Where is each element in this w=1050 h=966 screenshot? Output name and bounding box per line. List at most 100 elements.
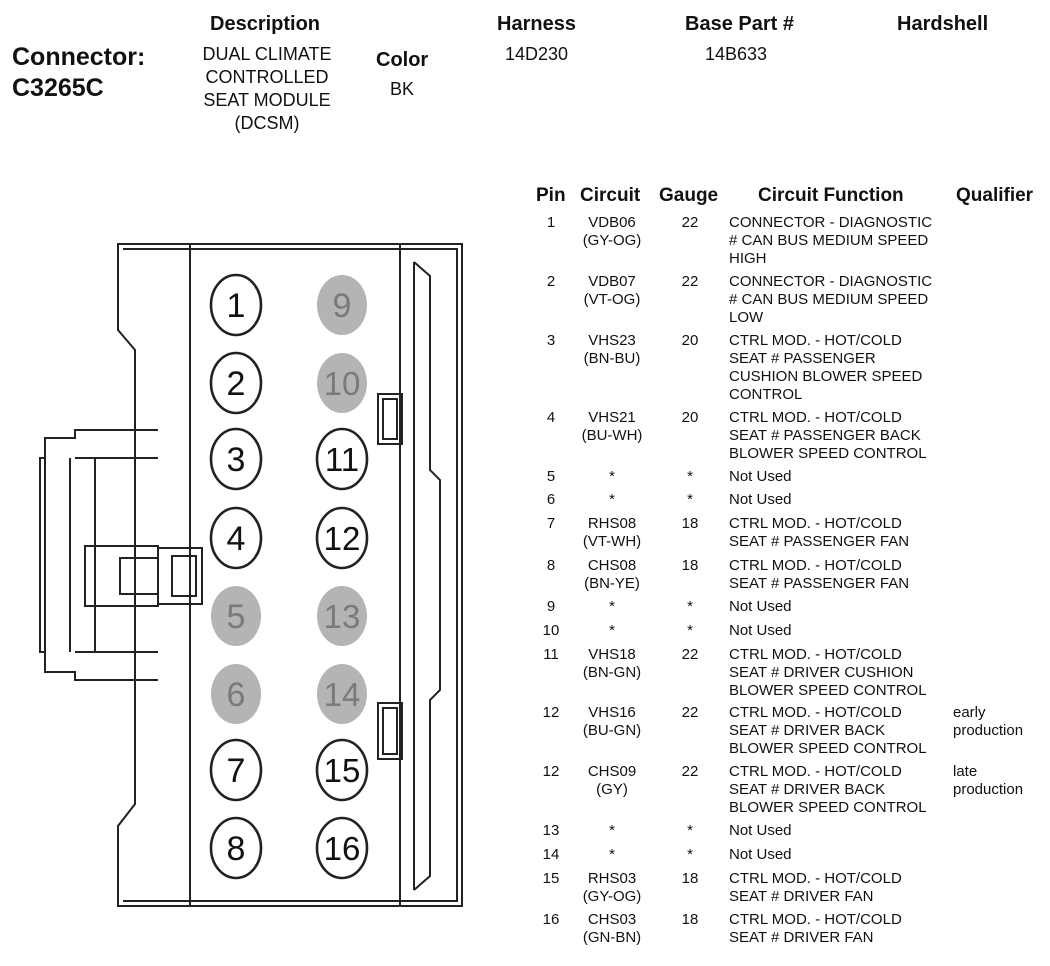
pin-cavity-7: 7 [209, 738, 263, 802]
pin-number-label: 16 [324, 830, 361, 867]
pin-cavity-13: 13 [317, 586, 367, 646]
pin-cavity-15: 15 [315, 738, 369, 802]
description-line: SEAT MODULE [203, 90, 331, 110]
table-cell-gauge: 22 [681, 214, 699, 231]
table-cell-circuit: VDB06 (GY-OG) [582, 214, 642, 249]
pin-cavity-16: 16 [315, 816, 369, 880]
table-cell-gauge: 18 [681, 870, 699, 887]
table-cell-circuit-function: CTRL MOD. - HOT/COLD SEAT # DRIVER CUSHI… [729, 646, 927, 699]
table-cell-circuit: * [609, 491, 615, 508]
col-header-circuit: Circuit [580, 185, 641, 206]
table-cell-gauge: * [687, 846, 693, 863]
table-cell-pin: 7 [546, 515, 556, 532]
table-cell-circuit-function: CTRL MOD. - HOT/COLD SEAT # PASSENGER CU… [729, 332, 923, 403]
table-cell-gauge: 18 [681, 911, 699, 928]
table-cell-circuit-function: CTRL MOD. - HOT/COLD SEAT # PASSENGER FA… [729, 515, 910, 550]
table-cell-circuit-function: CTRL MOD. - HOT/COLD SEAT # DRIVER FAN [729, 911, 902, 946]
pin-cavity-8: 8 [209, 816, 263, 880]
table-cell-pin: 1 [546, 214, 556, 231]
color-header: Color [376, 49, 429, 71]
description-value: DUAL CLIMATE CONTROLLED SEAT MODULE (DCS… [178, 43, 356, 135]
table-cell-circuit: RHS08 (VT-WH) [582, 515, 642, 550]
table-cell-circuit-function: Not Used [729, 622, 792, 639]
color-value: BK [390, 79, 415, 99]
table-cell-pin: 14 [542, 846, 560, 863]
table-cell-pin: 10 [542, 622, 560, 639]
table-cell-circuit-function: CONNECTOR - DIAGNOSTIC # CAN BUS MEDIUM … [729, 273, 933, 326]
base-part-header: Base Part # [685, 13, 794, 35]
pin-number-label: 1 [227, 287, 246, 325]
pin-cavity-6: 6 [211, 664, 261, 724]
pin-cavity-12: 12 [315, 506, 369, 570]
table-cell-gauge: * [687, 491, 693, 508]
pin-cavity-4: 4 [209, 506, 263, 570]
col-header-qualifier: Qualifier [956, 185, 1034, 206]
description-line: (DCSM) [234, 113, 300, 133]
col-header-pin: Pin [536, 185, 566, 206]
table-cell-circuit: * [609, 846, 615, 863]
col-header-gauge: Gauge [659, 185, 719, 206]
table-cell-pin: 4 [546, 409, 556, 426]
pin-number-label: 5 [227, 598, 246, 636]
pin-number-label: 3 [227, 441, 246, 479]
description-line: CONTROLLED [205, 67, 329, 87]
table-cell-circuit: * [609, 468, 615, 485]
table-cell-pin: 12 [542, 763, 560, 780]
table-cell-gauge: 18 [681, 515, 699, 532]
table-cell-circuit-function: CTRL MOD. - HOT/COLD SEAT # DRIVER BACK … [729, 763, 927, 816]
pin-cavity-5: 5 [211, 586, 261, 646]
table-cell-circuit-function: CTRL MOD. - HOT/COLD SEAT # DRIVER BACK … [729, 704, 927, 757]
connector-block: Connector: C3265C [12, 42, 145, 104]
table-cell-circuit-function: Not Used [729, 468, 792, 485]
table-cell-circuit: VHS21 (BU-WH) [581, 409, 643, 444]
pin-cavity-9: 9 [317, 275, 367, 335]
harness-header: Harness [497, 13, 576, 35]
pin-number-label: 12 [324, 520, 361, 557]
pin-number-label: 6 [227, 676, 246, 714]
table-cell-circuit-function: CTRL MOD. - HOT/COLD SEAT # PASSENGER BA… [729, 409, 927, 462]
table-cell-circuit-function: CTRL MOD. - HOT/COLD SEAT # DRIVER FAN [729, 870, 902, 905]
table-cell-pin: 9 [546, 598, 556, 615]
table-cell-pin: 12 [542, 704, 560, 721]
table-cell-pin: 16 [542, 911, 560, 928]
table-cell-gauge: * [687, 822, 693, 839]
pin-cavity-14: 14 [317, 664, 367, 724]
table-cell-gauge: * [687, 622, 693, 639]
description-line: DUAL CLIMATE [202, 44, 332, 64]
table-cell-pin: 6 [546, 491, 556, 508]
table-cell-circuit: CHS09 (GY) [587, 763, 637, 798]
table-cell-gauge: 20 [681, 409, 699, 426]
table-cell-circuit: VHS18 (BN-GN) [582, 646, 642, 681]
pin-cavity-1: 1 [209, 273, 263, 337]
pin-cavity-11: 11 [315, 427, 369, 491]
table-cell-pin: 5 [546, 468, 556, 485]
table-cell-pin: 13 [542, 822, 560, 839]
table-cell-qualifier: early production [953, 704, 1024, 739]
table-cell-pin: 8 [546, 557, 556, 574]
connector-id: C3265C [12, 74, 104, 102]
table-cell-circuit: CHS03 (GN-BN) [582, 911, 642, 946]
table-cell-circuit: VHS16 (BU-GN) [582, 704, 642, 739]
table-cell-circuit: VHS23 (BN-BU) [583, 332, 641, 367]
table-cell-circuit: * [609, 622, 615, 639]
pin-number-label: 2 [227, 365, 246, 403]
table-cell-pin: 3 [546, 332, 556, 349]
col-header-circuit-function: Circuit Function [758, 185, 904, 206]
pin-number-label: 4 [227, 520, 246, 558]
harness-value: 14D230 [505, 44, 569, 64]
table-cell-circuit: VDB07 (VT-OG) [583, 273, 641, 308]
hardshell-header: Hardshell [897, 13, 989, 35]
table-cell-gauge: 20 [681, 332, 699, 349]
description-header: Description [210, 13, 321, 35]
table-cell-gauge: 18 [681, 557, 699, 574]
table-cell-circuit-function: CTRL MOD. - HOT/COLD SEAT # PASSENGER FA… [729, 557, 910, 592]
pin-number-label: 10 [324, 365, 361, 402]
table-cell-circuit-function: Not Used [729, 846, 792, 863]
table-cell-circuit: * [609, 822, 615, 839]
pin-number-label: 14 [324, 676, 361, 713]
table-cell-gauge: * [687, 598, 693, 615]
connector-label: Connector: [12, 43, 146, 71]
base-part-value: 14B633 [705, 44, 768, 64]
